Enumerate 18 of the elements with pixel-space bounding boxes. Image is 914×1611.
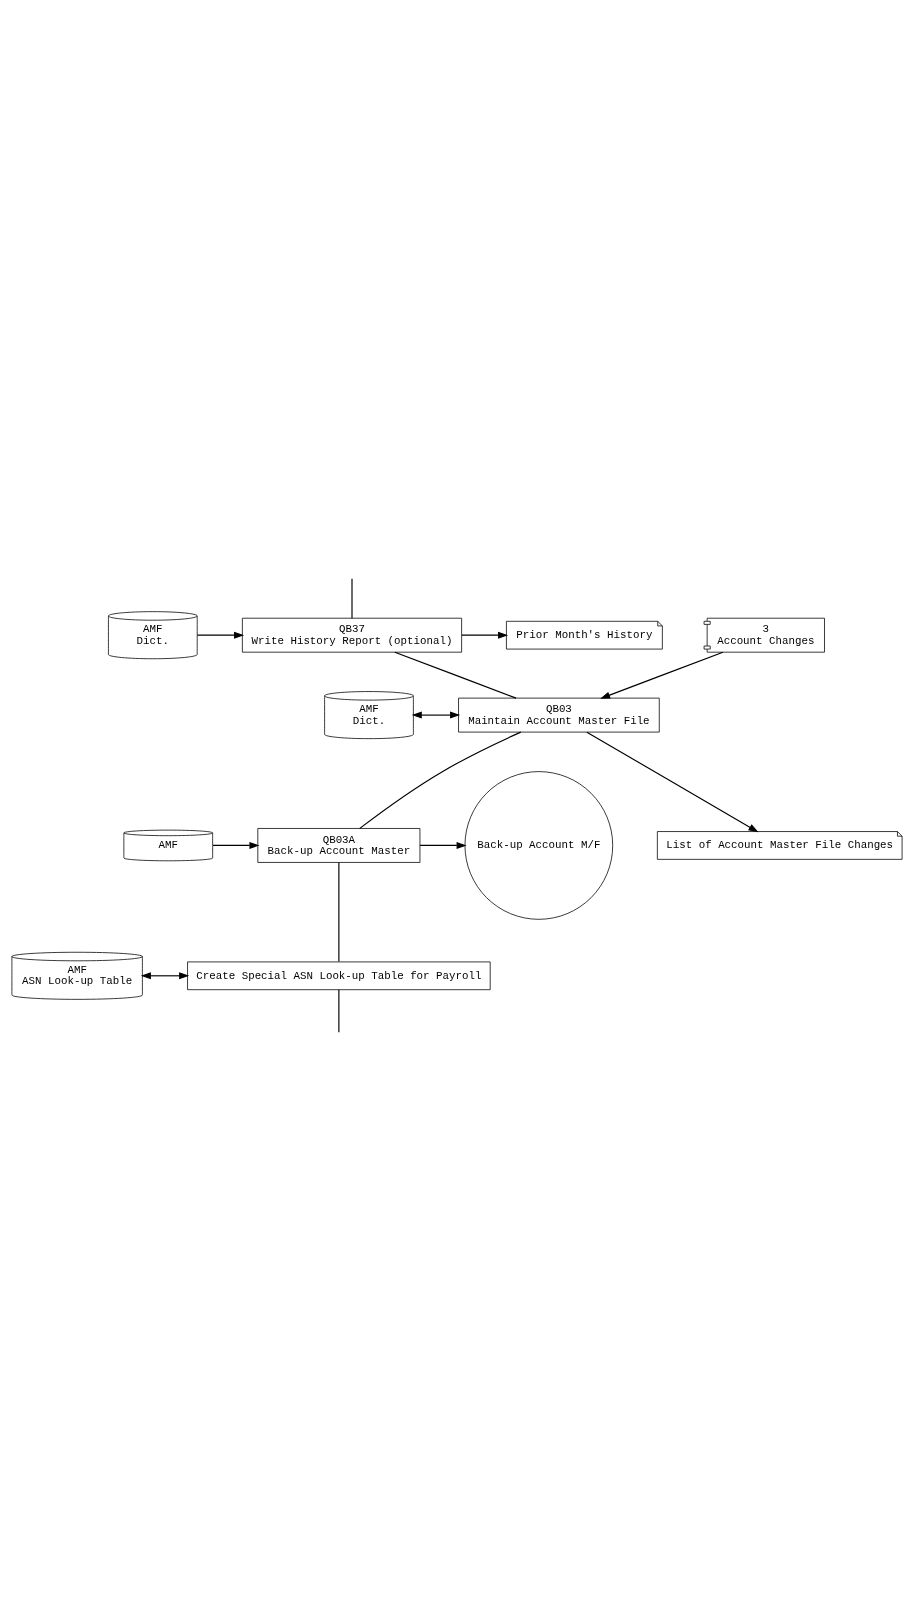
connector (359, 731, 522, 829)
connector (338, 861, 340, 963)
node-box: QB37 Write History Report (optional) (242, 617, 462, 653)
arrow (212, 841, 260, 849)
arrow (586, 731, 759, 833)
connector (351, 578, 353, 619)
node-box: QB03 Maintain Account Master File (458, 697, 660, 733)
arrow (196, 631, 245, 639)
node-box: Create Special ASN Look-up Table for Payroll (187, 961, 491, 991)
arrow (419, 841, 467, 849)
node-circle: Back-up Account M/F (464, 771, 614, 920)
arrow (461, 631, 509, 639)
arrow (140, 972, 190, 980)
arrow (411, 711, 461, 719)
connector (338, 989, 340, 1033)
arrow (600, 651, 724, 699)
node-box: QB03A Back-up Account Master (257, 828, 421, 863)
connector (394, 651, 517, 699)
